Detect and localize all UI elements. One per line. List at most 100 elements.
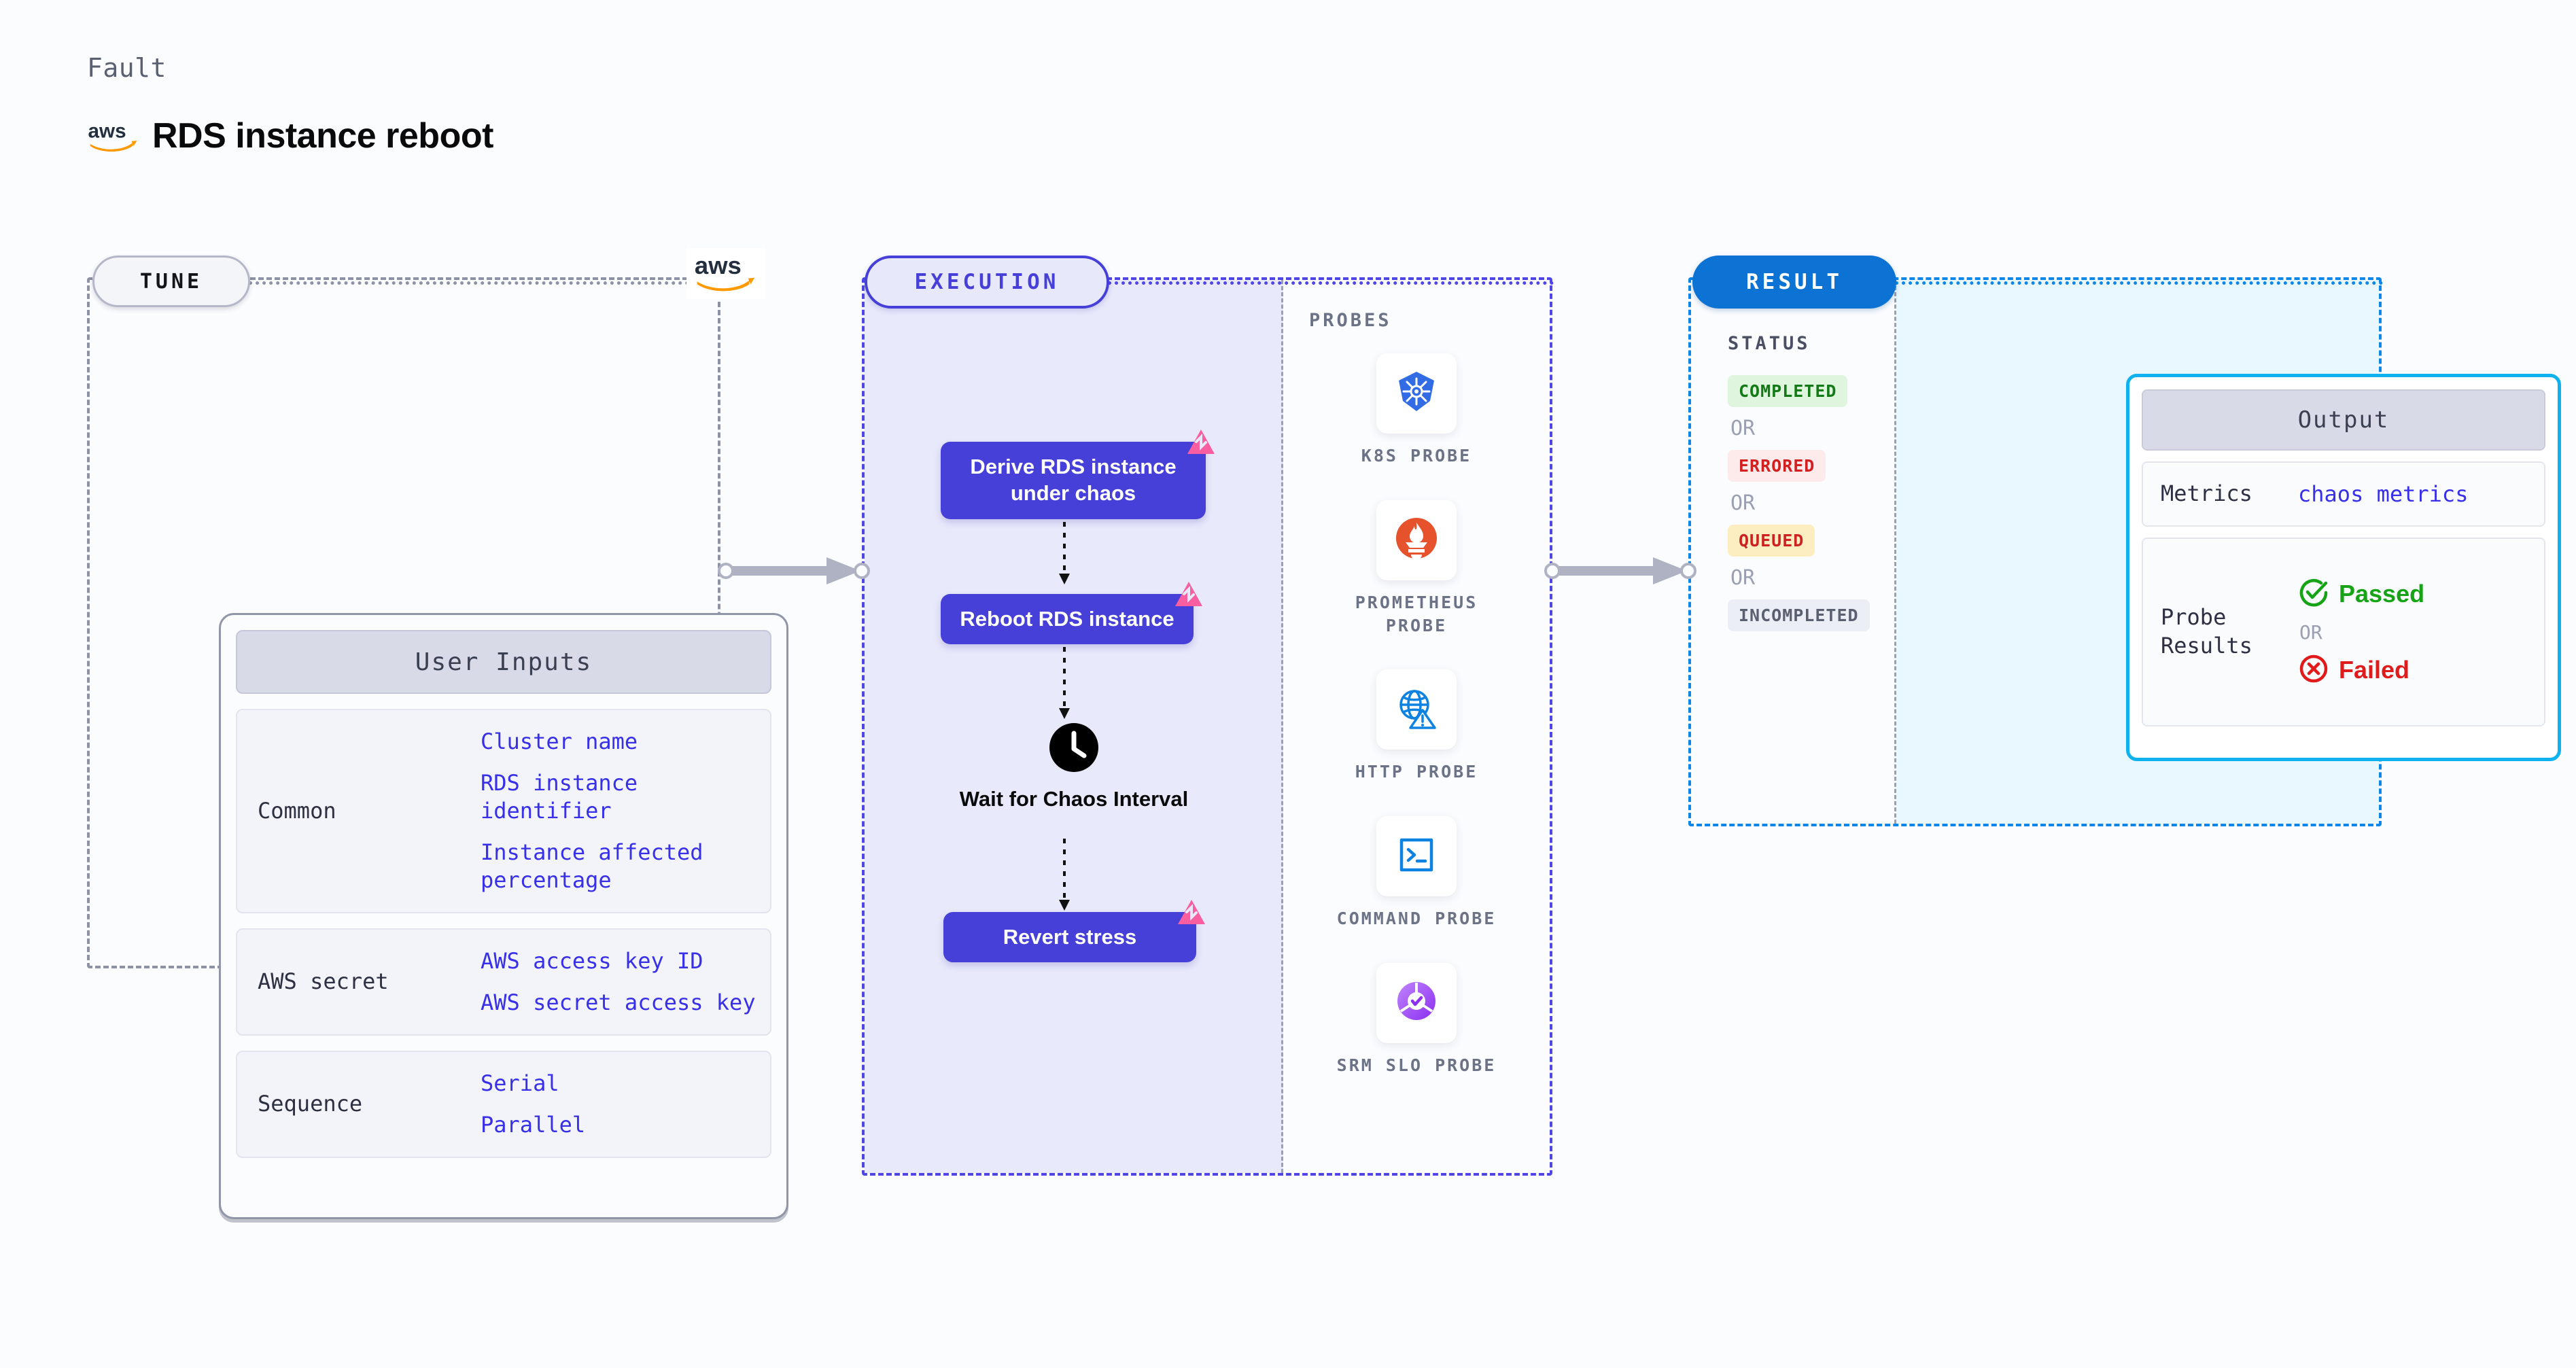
probes-list: K8S PROBE xyxy=(1283,353,1550,1077)
probe-label: COMMAND PROBE xyxy=(1336,909,1497,928)
probe-item-prometheus[interactable]: PROMETHEUS PROBE xyxy=(1331,499,1501,637)
probe-tile xyxy=(1376,669,1457,750)
page-eyebrow: Fault xyxy=(87,53,167,83)
svg-text:aws: aws xyxy=(695,251,742,279)
input-item[interactable]: Cluster name xyxy=(481,729,638,754)
probe-tile xyxy=(1376,499,1457,580)
output-probe-results-values: Passed OR Failed xyxy=(2298,577,2424,688)
status-badge-completed: COMPLETED xyxy=(1728,375,1848,407)
flow-node-label: Derive RDS instance under chaos xyxy=(970,455,1177,505)
input-group-common: Common Cluster name RDS instance identif… xyxy=(236,709,771,913)
input-item[interactable]: AWS secret access key xyxy=(481,989,756,1015)
input-group-items: AWS access key ID AWS secret access key xyxy=(481,947,758,1017)
status-badge-incompleted: INCOMPLETED xyxy=(1728,599,1870,631)
result-badge-connector-line xyxy=(1895,281,2383,285)
output-row-probe-results: Probe Results Passed OR xyxy=(2142,538,2545,726)
status-or-label: OR xyxy=(1730,491,1756,515)
probe-label: HTTP PROBE xyxy=(1355,762,1478,782)
input-group-sequence: Sequence Serial Parallel xyxy=(236,1050,771,1158)
flow-arrow xyxy=(1059,839,1070,911)
probe-tile xyxy=(1376,816,1457,896)
x-circle-icon xyxy=(2298,653,2329,688)
litmus-chaos-icon xyxy=(1185,427,1217,458)
input-item[interactable]: Instance affected percentage xyxy=(481,839,703,893)
connector-tune-to-execution xyxy=(718,557,870,584)
flow-node-revert-stress[interactable]: Revert stress xyxy=(943,900,1205,962)
status-badge-queued: QUEUED xyxy=(1728,525,1815,557)
input-group-aws-secret: AWS secret AWS access key ID AWS secret … xyxy=(236,928,771,1036)
output-title: Output xyxy=(2142,389,2545,451)
status-or-label: OR xyxy=(1730,417,1756,440)
input-item[interactable]: Parallel xyxy=(481,1111,586,1138)
input-item[interactable]: Serial xyxy=(481,1070,559,1096)
probe-result-passed: Passed xyxy=(2298,577,2424,612)
tune-badge[interactable]: TUNE xyxy=(92,256,250,307)
kubernetes-icon xyxy=(1393,369,1440,419)
status-column: STATUS COMPLETED OR ERRORED OR QUEUED OR… xyxy=(1691,280,1896,824)
flow-arrow xyxy=(1059,647,1070,719)
flow-node-wait-for-chaos-interval[interactable]: Wait for Chaos Interval xyxy=(941,722,1207,813)
input-item[interactable]: AWS access key ID xyxy=(481,947,703,974)
flow-arrow xyxy=(1059,522,1070,584)
flow-node-label: Reboot RDS instance xyxy=(960,606,1174,631)
probe-item-srm-slo[interactable]: SRM SLO PROBE xyxy=(1331,962,1501,1077)
execution-flow-column: Derive RDS instance under chaos Reboot R… xyxy=(865,280,1283,1173)
user-inputs-title: User Inputs xyxy=(236,630,771,694)
check-circle-icon xyxy=(2298,577,2329,612)
probes-title: PROBES xyxy=(1309,310,1392,331)
tune-badge-connector-line xyxy=(249,281,703,285)
probe-item-http[interactable]: HTTP PROBE xyxy=(1331,669,1501,784)
flow-node-reboot-rds-instance[interactable]: Reboot RDS instance xyxy=(941,582,1202,644)
probe-item-k8s[interactable]: K8S PROBE xyxy=(1331,353,1501,468)
input-group-label: Sequence xyxy=(258,1090,363,1117)
terminal-icon xyxy=(1395,833,1438,880)
input-group-items: Serial Parallel xyxy=(481,1070,758,1139)
probe-item-command[interactable]: COMMAND PROBE xyxy=(1331,816,1501,930)
clock-icon xyxy=(1048,722,1100,777)
probe-result-passed-label: Passed xyxy=(2339,580,2425,608)
result-section: STATUS COMPLETED OR ERRORED OR QUEUED OR… xyxy=(1688,277,2561,826)
aws-logo-icon: aws xyxy=(87,119,140,153)
aws-logo-icon-tune: aws xyxy=(686,248,765,299)
probe-tile xyxy=(1376,353,1457,434)
svg-text:aws: aws xyxy=(88,120,126,142)
page-title: RDS instance reboot xyxy=(152,116,493,156)
probe-label: SRM SLO PROBE xyxy=(1336,1055,1497,1075)
output-row-metrics: Metrics chaos metrics xyxy=(2142,461,2545,527)
result-badge[interactable]: RESULT xyxy=(1692,256,1896,309)
input-item[interactable]: RDS instance identifier xyxy=(481,769,638,824)
output-column: Output Metrics chaos metrics Probe Resul… xyxy=(1896,280,2561,824)
tune-section: User Inputs Common Cluster name RDS inst… xyxy=(87,277,788,1219)
connector-execution-to-result xyxy=(1544,557,1696,584)
output-metrics-value[interactable]: chaos metrics xyxy=(2298,481,2469,507)
output-probe-results-label: Probe Results xyxy=(2161,604,2252,659)
status-title: STATUS xyxy=(1728,333,1811,354)
srm-slo-icon xyxy=(1394,979,1439,1027)
probes-column: PROBES xyxy=(1283,280,1550,1173)
output-card: Output Metrics chaos metrics Probe Resul… xyxy=(2126,374,2561,761)
input-group-label: Common xyxy=(258,797,336,824)
litmus-chaos-icon xyxy=(1173,579,1204,610)
litmus-chaos-icon xyxy=(1176,897,1207,928)
output-metrics-label: Metrics xyxy=(2161,480,2252,507)
probe-label: K8S PROBE xyxy=(1361,446,1472,466)
probe-result-or-label: OR xyxy=(2299,620,2322,644)
probe-result-failed-label: Failed xyxy=(2339,656,2410,684)
probe-result-failed: Failed xyxy=(2298,653,2424,688)
flow-node-derive-rds-instance[interactable]: Derive RDS instance under chaos xyxy=(941,429,1215,519)
execution-section: Derive RDS instance under chaos Reboot R… xyxy=(862,277,1552,1176)
input-group-items: Cluster name RDS instance identifier Ins… xyxy=(481,728,758,894)
execution-badge[interactable]: EXECUTION xyxy=(865,256,1109,309)
input-group-label: AWS secret xyxy=(258,968,389,994)
probe-tile xyxy=(1376,962,1457,1043)
prometheus-icon xyxy=(1393,515,1440,565)
status-badge-errored: ERRORED xyxy=(1728,450,1826,482)
http-globe-warning-icon xyxy=(1394,686,1439,734)
status-list: COMPLETED OR ERRORED OR QUEUED OR INCOMP… xyxy=(1728,375,1870,637)
user-inputs-card: User Inputs Common Cluster name RDS inst… xyxy=(219,613,788,1219)
page-title-row: aws RDS instance reboot xyxy=(87,116,494,156)
status-or-label: OR xyxy=(1730,566,1756,590)
flow-node-label: Wait for Chaos Interval xyxy=(959,787,1189,811)
execution-badge-connector-line xyxy=(1108,281,1554,285)
flow-node-label: Revert stress xyxy=(1003,924,1137,949)
